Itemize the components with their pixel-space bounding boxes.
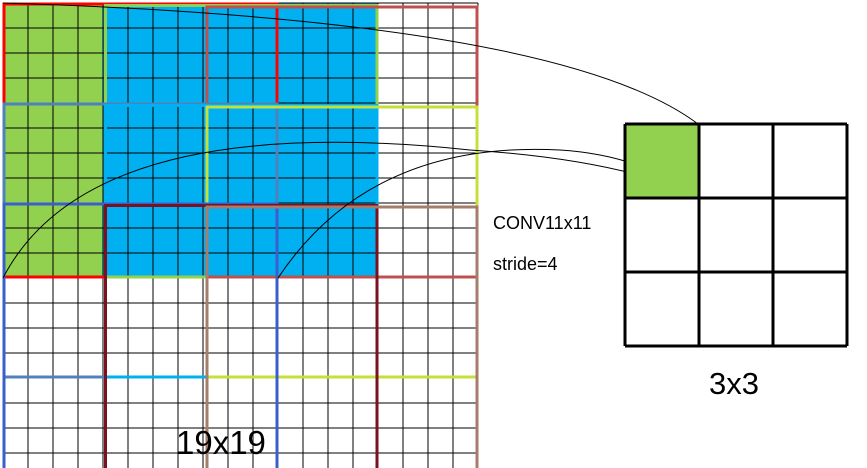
stride-label: stride=4 <box>493 254 558 274</box>
output-size-label: 3x3 <box>709 366 759 401</box>
mapping-curve-1 <box>2 2 699 125</box>
output-grid-3x3 <box>623 122 849 348</box>
conv-window-9 <box>205 205 479 468</box>
blue-overlap-area <box>103 3 378 278</box>
receptive-field-fills <box>3 3 378 278</box>
input-size-label: 19x19 <box>176 424 266 461</box>
kernel-label: CONV11x11 <box>493 213 592 233</box>
conv-window-outlines <box>2 2 479 468</box>
output-cell-highlight <box>625 124 699 198</box>
